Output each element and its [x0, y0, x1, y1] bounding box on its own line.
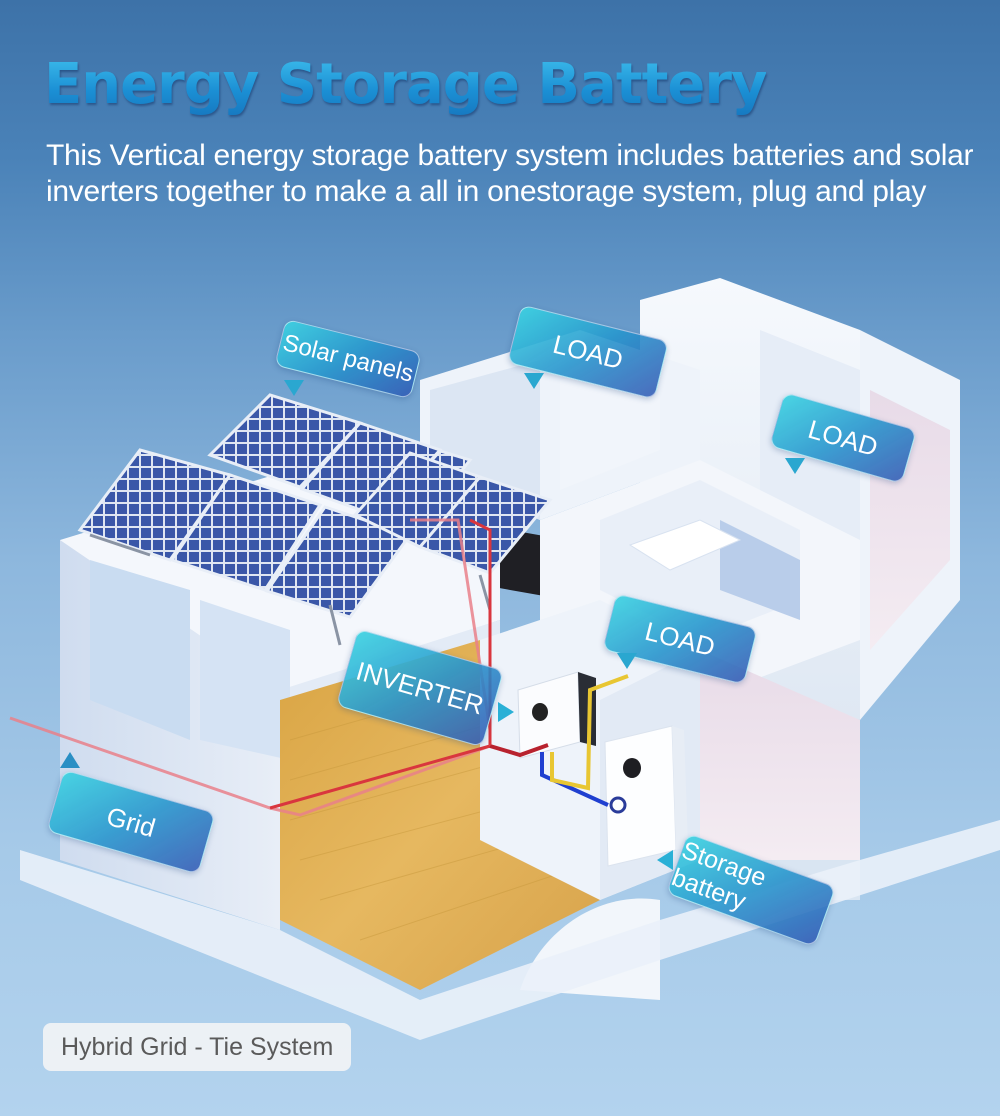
house-cutaway-illustration: Solar panels LOAD LOAD LOAD INVERTER Gri… [0, 250, 1000, 1116]
label-load-kitchen-text: LOAD [804, 413, 882, 462]
label-load-bedroom-text: LOAD [642, 615, 719, 662]
load-kitchen-pointer-icon [785, 458, 805, 474]
system-type-caption: Hybrid Grid - Tie System [43, 1023, 352, 1071]
house-illustration-svg [9, 278, 1000, 1040]
page-title: Energy Storage Battery [44, 52, 767, 117]
load-bedroom-pointer-icon [617, 653, 637, 669]
inverter-pointer-icon [498, 702, 514, 722]
page-description: This Vertical energy storage battery sys… [46, 139, 974, 208]
solar-panels-pointer-icon [284, 380, 304, 396]
label-load-bathroom-text: LOAD [550, 328, 627, 375]
storage-battery-pointer-icon [657, 850, 673, 870]
load-bathroom-pointer-icon [524, 373, 544, 389]
battery-device [604, 725, 688, 867]
caption-text: Hybrid Grid - Tie System [61, 1032, 334, 1061]
grid-pointer-icon [60, 752, 80, 768]
label-grid-text: Grid [103, 800, 159, 843]
label-inverter-text: INVERTER [353, 655, 488, 720]
